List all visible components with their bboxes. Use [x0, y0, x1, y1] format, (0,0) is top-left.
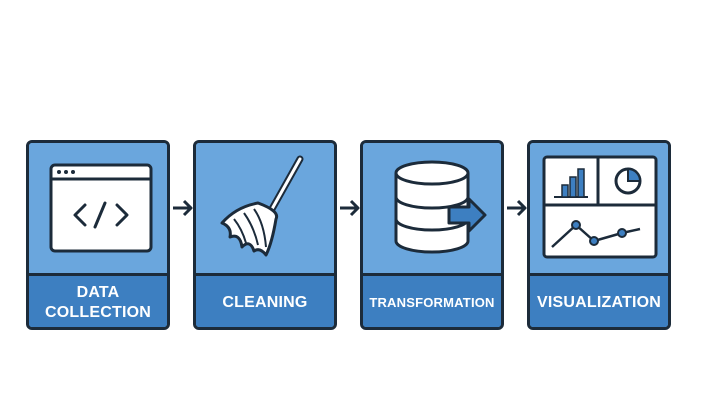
stage-card-cleaning: CLEANING: [193, 140, 337, 330]
stage-label: DATA COLLECTION: [45, 283, 151, 323]
stage-label-area: TRANSFORMATION: [363, 273, 501, 327]
stage-label-area: DATA COLLECTION: [29, 273, 167, 327]
stage-card-transformation: TRANSFORMATION: [360, 140, 504, 330]
stage-label-line2: COLLECTION: [45, 304, 151, 321]
code-window-icon: [29, 143, 167, 273]
stage-card-visualization: VISUALIZATION: [527, 140, 671, 330]
stage-label: TRANSFORMATION: [369, 295, 495, 310]
arrow-right-icon: [507, 199, 527, 217]
stage-label-area: CLEANING: [196, 273, 334, 327]
arrow-right-icon: [340, 199, 360, 217]
arrow-right-icon: [173, 199, 193, 217]
stage-label: VISUALIZATION: [536, 294, 662, 311]
stage-label-area: VISUALIZATION: [530, 273, 668, 327]
dashboard-chart-icon: [530, 143, 668, 273]
stage-card-data-collection: DATA COLLECTION: [26, 140, 170, 330]
database-export-icon: [363, 143, 501, 273]
stage-label-line1: DATA: [76, 284, 120, 301]
broom-icon: [196, 143, 334, 273]
stage-label: CLEANING: [222, 294, 308, 311]
